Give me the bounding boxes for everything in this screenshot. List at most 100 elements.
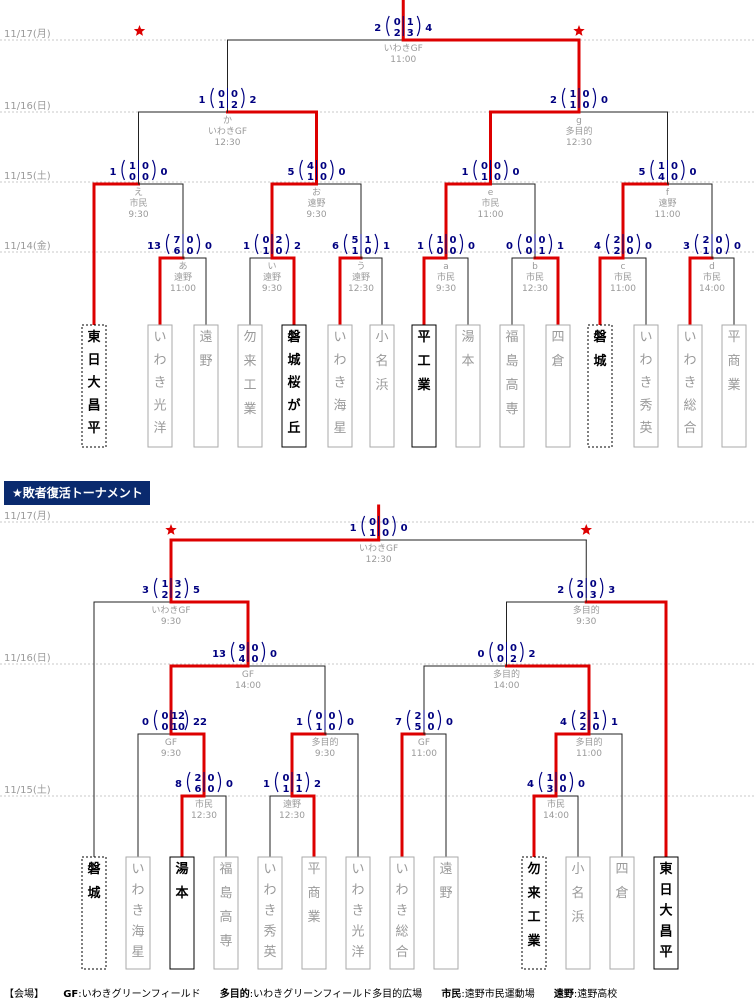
- match-time: 12:30: [522, 284, 548, 294]
- score-left-total: 2: [557, 585, 564, 596]
- score-right-2: 0: [560, 784, 567, 795]
- team-box: [609, 856, 635, 970]
- team-cons-10: 勿来工業: [521, 856, 547, 970]
- team-name: 遠野: [439, 862, 452, 901]
- score-left-2: 2: [394, 28, 401, 39]
- paren-left: [569, 577, 573, 599]
- score-left-total: 1: [417, 241, 424, 252]
- team-cons-5: いわき秀英: [257, 856, 283, 970]
- team-name: 磐城: [593, 329, 606, 369]
- team-main-4: 勿来工業: [237, 324, 263, 448]
- score-right-2: 10: [171, 722, 185, 733]
- score-left-1: 1: [129, 161, 136, 172]
- team-name: 小名浜: [375, 330, 388, 393]
- score-left-1: 2: [577, 579, 584, 590]
- team-name: いわき秀英: [639, 330, 652, 436]
- score-right-1: 0: [539, 235, 546, 246]
- paren-right: [151, 159, 156, 181]
- venue-legend: 【会場】 GF:いわきグリーンフィールド 多目的:いわきグリーンフィールド多目的…: [4, 985, 754, 1000]
- team-name: 東日大昌平: [659, 861, 672, 960]
- team-name: いわき総合: [395, 862, 408, 960]
- score-left-2: 3: [547, 784, 554, 795]
- paren-left: [274, 771, 279, 793]
- team-cons-4: 福島高専: [213, 856, 239, 970]
- team-main-15: 平商業: [721, 324, 747, 448]
- score-left-total: 4: [527, 779, 534, 790]
- score-right-total: 0: [645, 241, 652, 252]
- score-left-total: 1: [199, 95, 206, 106]
- score-right-total: 1: [611, 717, 618, 728]
- gridline-1114-main-label: 11/14(金): [4, 239, 51, 252]
- team-box: [345, 856, 371, 970]
- paren-left: [561, 87, 566, 109]
- paren-right: [459, 233, 464, 255]
- score-left-2: 1: [283, 784, 290, 795]
- match-time: 14:00: [699, 284, 725, 294]
- match-label: f: [666, 188, 670, 198]
- match-time: 11:00: [411, 749, 437, 759]
- score-right-1: 0: [716, 235, 723, 246]
- match-time: 9:30: [436, 284, 456, 294]
- score-left-2: 2: [614, 246, 621, 257]
- match-venue: 市民: [703, 271, 721, 283]
- team-box: [257, 856, 283, 970]
- paren-right: [285, 233, 290, 255]
- team-box: [81, 324, 107, 448]
- legend-item-gf: GF:いわきグリーンフィールド: [63, 989, 201, 1000]
- paren-right: [261, 641, 266, 663]
- match-venue: 遠野: [307, 197, 325, 209]
- score-right-total: 0: [513, 167, 520, 178]
- score-right-total: 0: [468, 241, 475, 252]
- paren-left: [210, 87, 215, 109]
- match-time: 14:00: [494, 681, 520, 691]
- legend-header: 【会場】: [4, 989, 44, 1000]
- score-right-total: 0: [446, 717, 453, 728]
- match-time: 9:30: [262, 284, 282, 294]
- team-cons-12: 四倉: [609, 856, 635, 970]
- score-right-1: 0: [252, 643, 259, 654]
- cmatch-4-venue: GF9:30: [161, 738, 181, 759]
- star-icon: [573, 25, 585, 36]
- gridline-1116-main-label: 11/16(日): [4, 101, 51, 112]
- score-left-total: 1: [263, 779, 270, 790]
- team-main-11: 四倉: [545, 324, 571, 448]
- team-box: [213, 856, 239, 970]
- score-right-total: 0: [401, 523, 408, 534]
- match-label: え: [134, 187, 143, 198]
- team-box: [327, 324, 353, 448]
- score-left-2: 6: [174, 246, 181, 257]
- paren-left: [428, 233, 433, 255]
- paren-left: [386, 15, 390, 37]
- paren-left: [230, 641, 235, 663]
- score-left-total: 1: [243, 241, 250, 252]
- score-right-1: 3: [175, 579, 182, 590]
- score-right-2: 0: [208, 784, 215, 795]
- score-left-total: 3: [683, 241, 690, 252]
- paren-right: [437, 709, 442, 731]
- score-left-total: 4: [560, 717, 567, 728]
- gridline-1116-cons-label: 11/16(日): [4, 653, 51, 664]
- match-time: 12:30: [366, 555, 392, 565]
- score-right-total: 1: [383, 241, 390, 252]
- score-right-1: 0: [382, 517, 389, 528]
- score-left-1: 0: [497, 643, 504, 654]
- team-cons-1: 磐城: [81, 856, 107, 970]
- team-name: いわき光洋: [351, 862, 364, 960]
- score-right-1: 0: [231, 89, 238, 100]
- match-venue: 市民: [614, 271, 632, 283]
- team-main-9: 湯本: [455, 324, 481, 448]
- score-left-2: 4: [658, 172, 665, 183]
- score-right-1: 0: [583, 89, 590, 100]
